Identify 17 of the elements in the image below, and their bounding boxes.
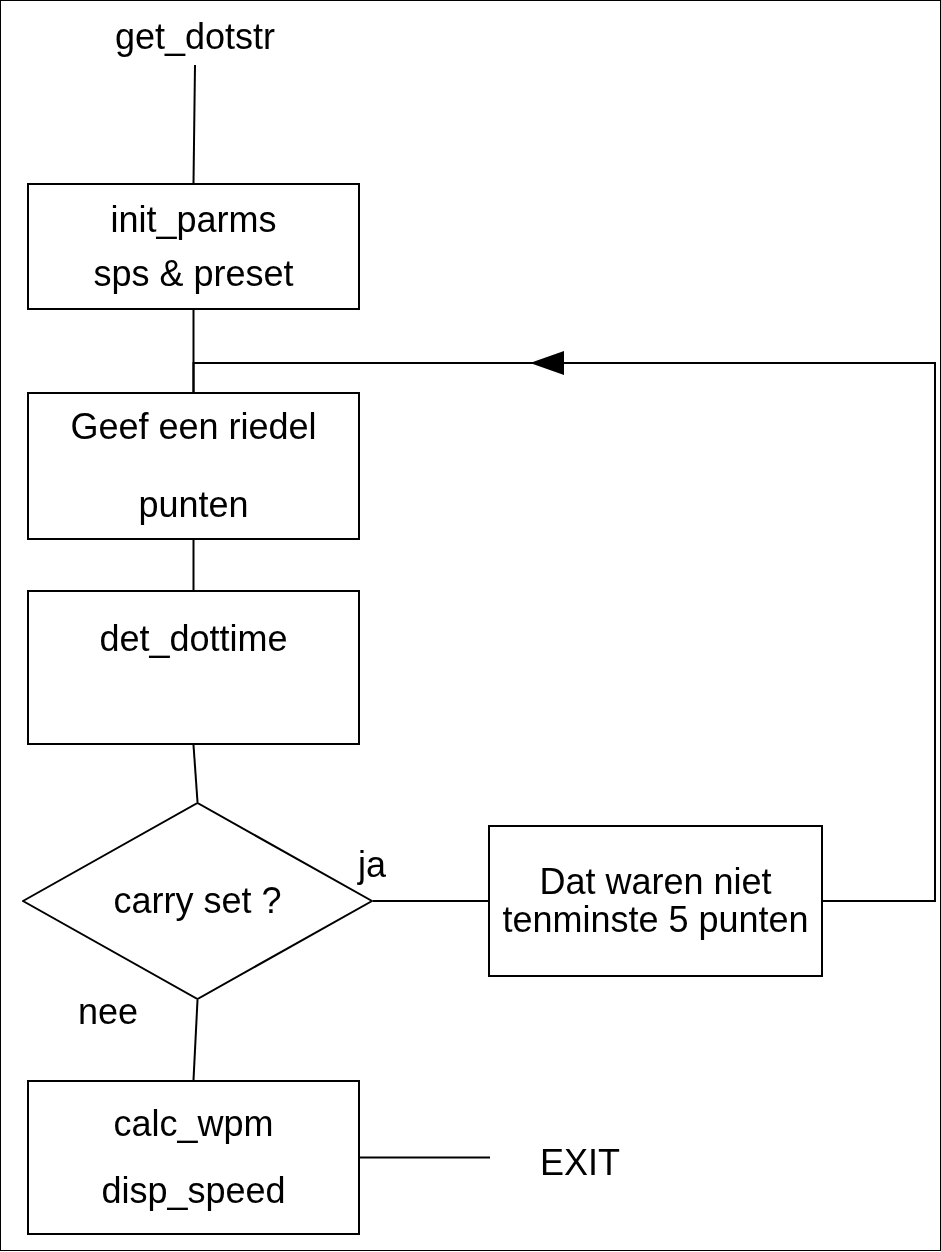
node-label: det_dottime (99, 617, 288, 661)
process-box (488, 825, 823, 977)
node-label: Dat waren niet tenminste 5 punten (502, 863, 809, 939)
process-box (27, 1080, 360, 1235)
node-label: init_parms (110, 198, 277, 242)
edge-label: ja (358, 843, 387, 887)
process-box (27, 392, 360, 540)
edge-label: nee (78, 990, 139, 1034)
flow-label: get_dotstr (114, 14, 276, 59)
node-label: sps & preset (93, 252, 294, 296)
node-label: disp_speed (101, 1169, 286, 1214)
node-label: Geef een riedel punten (69, 405, 318, 527)
decision-label: carry set ? (113, 879, 282, 923)
process-box (27, 183, 360, 310)
process-box (27, 590, 360, 745)
flow-label: EXIT (540, 1140, 620, 1185)
node-label: calc_wpm (113, 1101, 274, 1146)
